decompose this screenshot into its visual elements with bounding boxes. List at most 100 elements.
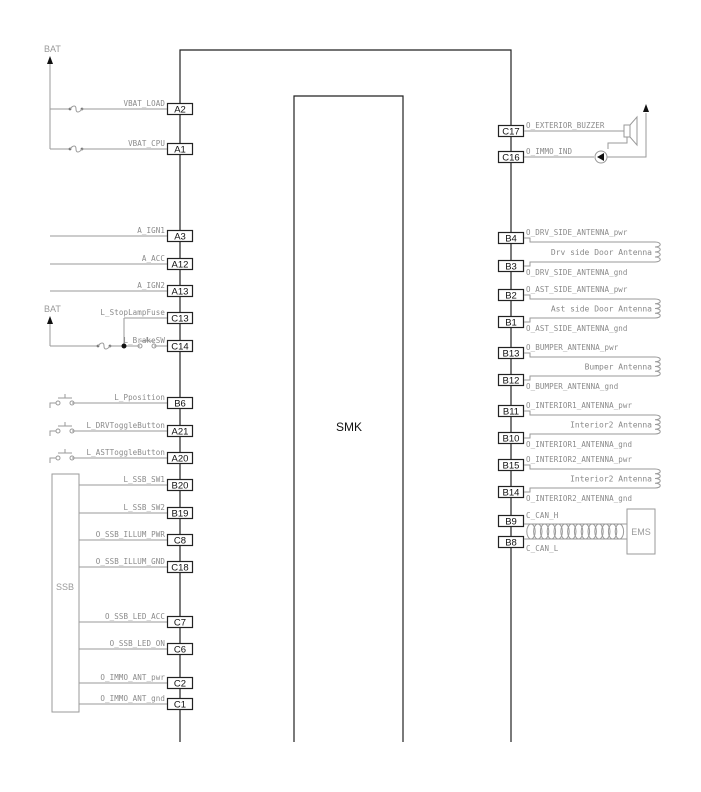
buzzer-circuit xyxy=(524,104,649,164)
pin-b15[interactable]: B15 xyxy=(497,458,525,472)
pin-box[interactable] xyxy=(166,424,194,438)
pin-box[interactable] xyxy=(166,102,194,116)
signal-label: O_SSB_LED_ACC xyxy=(105,612,165,621)
pin-box[interactable] xyxy=(166,506,194,520)
pin-box[interactable] xyxy=(497,535,525,549)
pin-c6[interactable]: C6 xyxy=(166,642,194,656)
pin-label: C6 xyxy=(174,645,186,656)
pin-box[interactable] xyxy=(497,124,525,138)
switch-icon[interactable] xyxy=(55,394,75,406)
pin-box[interactable] xyxy=(497,315,525,329)
pin-b19[interactable]: B19 xyxy=(166,506,194,520)
pin-c18[interactable]: C18 xyxy=(166,560,194,574)
pin-a20[interactable]: A20 xyxy=(166,451,194,465)
pin-b12[interactable]: B12 xyxy=(497,373,525,387)
pin-box[interactable] xyxy=(166,615,194,629)
signal-label: O_IMMO_ANT_gnd xyxy=(100,694,165,703)
antenna-coil-icon[interactable] xyxy=(654,241,661,263)
pin-box[interactable] xyxy=(166,533,194,547)
smk-frame: SMK xyxy=(179,49,512,742)
pin-box[interactable] xyxy=(497,346,525,360)
ems-component[interactable]: EMS xyxy=(626,508,656,555)
pin-box[interactable] xyxy=(497,373,525,387)
antenna-label: Ast side Door Antenna xyxy=(551,305,652,314)
pin-c17[interactable]: C17 xyxy=(497,124,525,138)
pin-box[interactable] xyxy=(166,339,194,353)
antenna-coil-icon[interactable] xyxy=(654,356,661,377)
pin-box[interactable] xyxy=(166,396,194,410)
pin-box[interactable] xyxy=(166,478,194,492)
can-bus xyxy=(524,523,627,540)
pin-a2[interactable]: A2 xyxy=(166,102,194,116)
pin-b2[interactable]: B2 xyxy=(497,288,525,302)
pin-box[interactable] xyxy=(497,288,525,302)
pin-box[interactable] xyxy=(166,257,194,271)
ems-box[interactable] xyxy=(626,508,656,555)
brake-switch-icon[interactable] xyxy=(137,337,157,349)
pin-b9[interactable]: B9 xyxy=(497,514,525,528)
pin-c7[interactable]: C7 xyxy=(166,615,194,629)
pin-box[interactable] xyxy=(166,560,194,574)
pin-box[interactable] xyxy=(497,458,525,472)
signal-label: O_DRV_SIDE_ANTENNA_gnd xyxy=(526,268,628,277)
pin-b10[interactable]: B10 xyxy=(497,431,525,445)
led-icon[interactable] xyxy=(594,150,608,164)
pin-connection-b4: B4O_DRV_SIDE_ANTENNA_pwr xyxy=(497,228,628,245)
pin-label: B10 xyxy=(503,434,520,445)
ssb-box[interactable] xyxy=(51,473,80,713)
pin-box[interactable] xyxy=(497,259,525,273)
pin-label: C2 xyxy=(174,679,186,690)
pin-box[interactable] xyxy=(166,676,194,690)
pin-box[interactable] xyxy=(497,150,525,164)
pin-a13[interactable]: A13 xyxy=(166,284,194,298)
pin-box[interactable] xyxy=(497,485,525,499)
antenna-1: Drv side Door Antenna xyxy=(524,237,661,267)
pin-box[interactable] xyxy=(497,404,525,418)
pin-b13[interactable]: B13 xyxy=(497,346,525,360)
pin-b4[interactable]: B4 xyxy=(497,231,525,245)
bat-label-brake: BAT xyxy=(44,304,61,314)
ssb-component[interactable]: SSB xyxy=(51,473,80,713)
pin-c16[interactable]: C16 xyxy=(497,150,525,164)
pin-b20[interactable]: B20 xyxy=(166,478,194,492)
signal-label: L_DRVToggleButton xyxy=(87,421,165,430)
pin-a12[interactable]: A12 xyxy=(166,257,194,271)
signal-label: L_BrakeSW xyxy=(123,336,165,345)
pin-box[interactable] xyxy=(497,431,525,445)
switch-icon[interactable] xyxy=(55,449,75,461)
pin-c8[interactable]: C8 xyxy=(166,533,194,547)
pin-a21[interactable]: A21 xyxy=(166,424,194,438)
ground-icon xyxy=(49,430,56,436)
pin-a1[interactable]: A1 xyxy=(166,142,194,156)
pin-b14[interactable]: B14 xyxy=(497,485,525,499)
pin-b11[interactable]: B11 xyxy=(497,404,525,418)
pin-b8[interactable]: B8 xyxy=(497,535,525,549)
pin-c1[interactable]: C1 xyxy=(166,697,194,711)
pin-b3[interactable]: B3 xyxy=(497,259,525,273)
buzzer-icon[interactable] xyxy=(623,115,638,147)
pin-a3[interactable]: A3 xyxy=(166,229,194,243)
pin-c14[interactable]: C14 xyxy=(166,339,194,353)
junction-dot xyxy=(121,343,127,349)
pin-box[interactable] xyxy=(166,142,194,156)
pin-box[interactable] xyxy=(166,229,194,243)
antenna-coil-icon[interactable] xyxy=(654,468,661,489)
switch-icon[interactable] xyxy=(55,422,75,434)
pin-c2[interactable]: C2 xyxy=(166,676,194,690)
pin-b6[interactable]: B6 xyxy=(166,396,194,410)
pin-box[interactable] xyxy=(166,284,194,298)
pin-c13[interactable]: C13 xyxy=(166,311,194,325)
pin-box[interactable] xyxy=(166,311,194,325)
antenna-coil-icon[interactable] xyxy=(654,298,661,319)
pin-box[interactable] xyxy=(166,451,194,465)
pin-b1[interactable]: B1 xyxy=(497,315,525,329)
pin-box[interactable] xyxy=(497,514,525,528)
pin-box[interactable] xyxy=(497,231,525,245)
pin-box[interactable] xyxy=(166,642,194,656)
pin-box[interactable] xyxy=(166,697,194,711)
antenna-coil-icon[interactable] xyxy=(654,414,661,435)
